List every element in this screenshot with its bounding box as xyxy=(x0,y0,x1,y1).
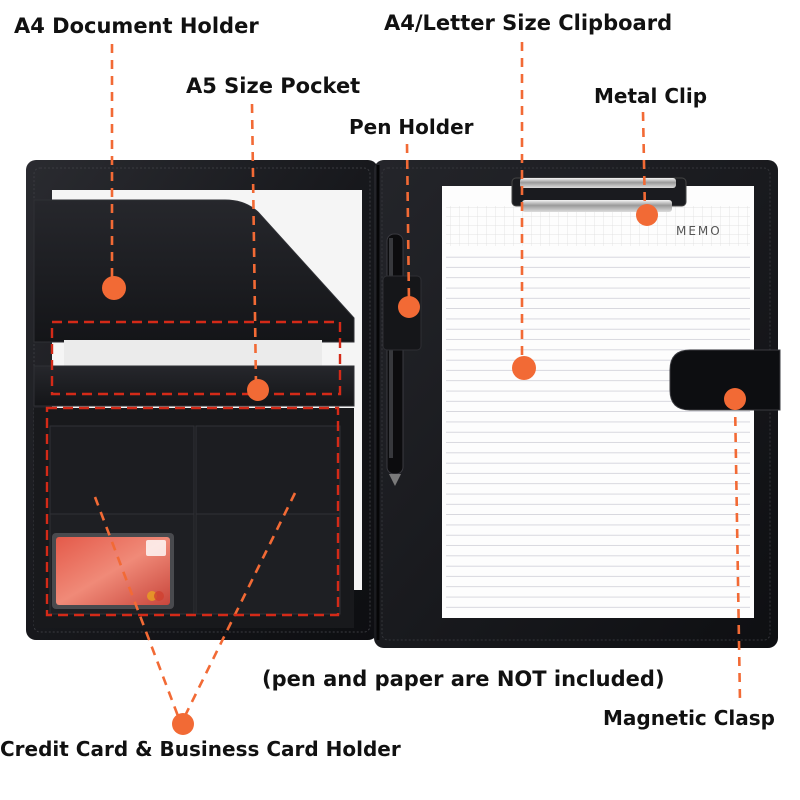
callout-dot-a4 xyxy=(102,276,126,300)
callout-dots xyxy=(102,204,746,735)
callout-line-clasp xyxy=(733,400,742,703)
credit-card-in-id-window xyxy=(52,533,174,609)
a5-pocket-highlight xyxy=(50,320,342,396)
callout-dot-pen xyxy=(398,296,420,318)
callout-line-clip xyxy=(641,111,647,215)
pen xyxy=(386,233,404,486)
callout-dot-clasp xyxy=(724,388,746,410)
memo-notepad: MEMO xyxy=(442,186,754,618)
magnetic-clasp xyxy=(669,349,781,411)
callout-line-card-right xyxy=(179,492,297,725)
memo-label: MEMO xyxy=(676,224,722,238)
label-card-holder: Credit Card & Business Card Holder xyxy=(0,737,401,761)
metal-clip xyxy=(511,177,687,212)
label-clipboard: A4/Letter Size Clipboard xyxy=(384,11,673,35)
a5-size-pocket xyxy=(33,365,355,407)
label-a5-size-pocket: A5 Size Pocket xyxy=(186,74,361,98)
highlight-boxes xyxy=(45,320,342,617)
callout-group xyxy=(93,42,742,725)
callout-line-card-left xyxy=(93,496,183,725)
card-holder-highlight xyxy=(45,406,340,617)
label-magnetic-clasp: Magnetic Clasp xyxy=(603,706,776,730)
callout-line-pen xyxy=(405,143,411,305)
label-pen-holder: Pen Holder xyxy=(349,115,474,139)
callout-dot-clipboard xyxy=(512,356,536,380)
callout-dot-a5 xyxy=(247,379,269,401)
a5-pocket-paper xyxy=(64,340,322,370)
not-included-note: (pen and paper are NOT included) xyxy=(262,667,665,691)
label-metal-clip: Metal Clip xyxy=(594,84,708,108)
label-a4-document-holder: A4 Document Holder xyxy=(14,14,259,38)
callout-dot-clip xyxy=(636,204,658,226)
callout-dot-card xyxy=(172,713,194,735)
a4-document-holder-flap xyxy=(33,199,355,343)
